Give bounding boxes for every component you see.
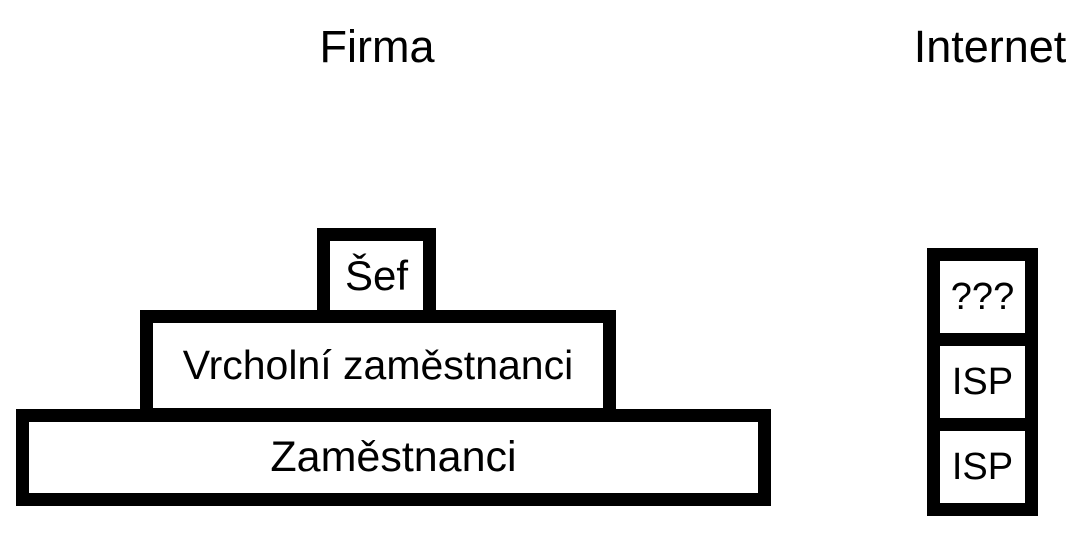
firma-title: Firma — [319, 21, 435, 72]
stack-level-unknown: ??? — [927, 248, 1038, 346]
stack-level-isp-lower: ISP — [927, 418, 1038, 516]
pyramid-level-employees: Zaměstnanci — [16, 409, 771, 506]
pyramid-level-top-employees: Vrcholní zaměstnanci — [140, 310, 616, 421]
internet-title: Internet — [913, 21, 1067, 72]
pyramid-level-boss: Šef — [317, 228, 436, 323]
stack-level-isp-upper: ISP — [927, 333, 1038, 431]
